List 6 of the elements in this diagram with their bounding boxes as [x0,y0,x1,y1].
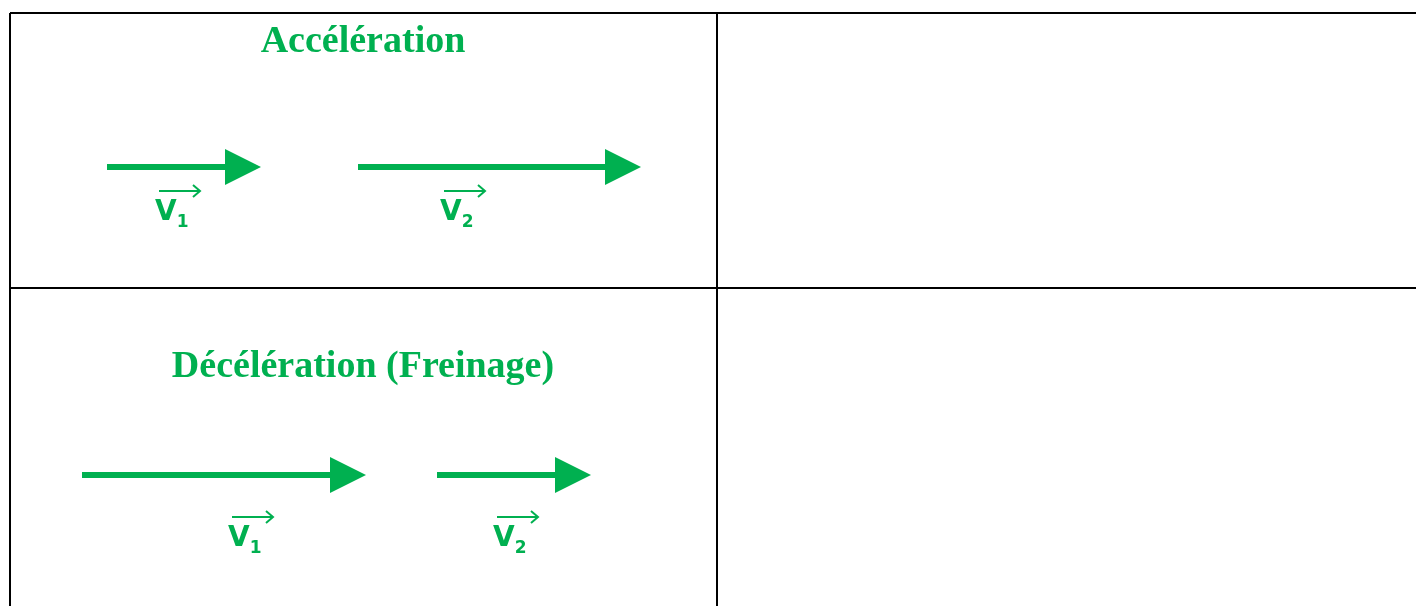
vector-label: V$_{2}$ [440,197,474,230]
heading: Accélération [260,20,466,58]
vector-label: V$_{1}$ [228,523,262,556]
vector-label: V$_{1}$ [155,197,189,230]
heading: Décélération (Freinage) [171,345,555,383]
vector-label: V$_{2}$ [493,523,527,556]
